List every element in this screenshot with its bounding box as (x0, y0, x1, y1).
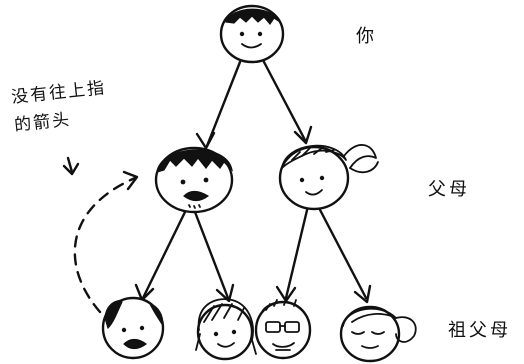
father-face (154, 146, 234, 214)
edge-you-to-mother (262, 60, 313, 145)
maternal-grandmother-face (339, 305, 417, 363)
paternal-grandmother-face (195, 298, 257, 361)
annotation-arrow (62, 156, 80, 176)
edge-mother-to-maternal-grandmother (316, 204, 372, 304)
label-grandparents: 祖父母 (448, 320, 511, 341)
label-you: 你 (356, 26, 377, 47)
you-face (219, 4, 285, 64)
edge-father-to-paternal-grandmother (193, 210, 235, 303)
paternal-grandfather-face (101, 296, 165, 360)
edge-you-to-father (195, 60, 242, 150)
mother-face (278, 144, 379, 211)
dashed-curved-arrow (73, 170, 139, 314)
maternal-grandfather-face (254, 298, 312, 360)
edge-mother-to-maternal-grandfather (275, 204, 310, 303)
annotation-text: 没有往上指 的箭头 (10, 74, 110, 140)
label-parents: 父母 (428, 179, 470, 200)
edge-father-to-paternal-grandfather (134, 210, 187, 302)
